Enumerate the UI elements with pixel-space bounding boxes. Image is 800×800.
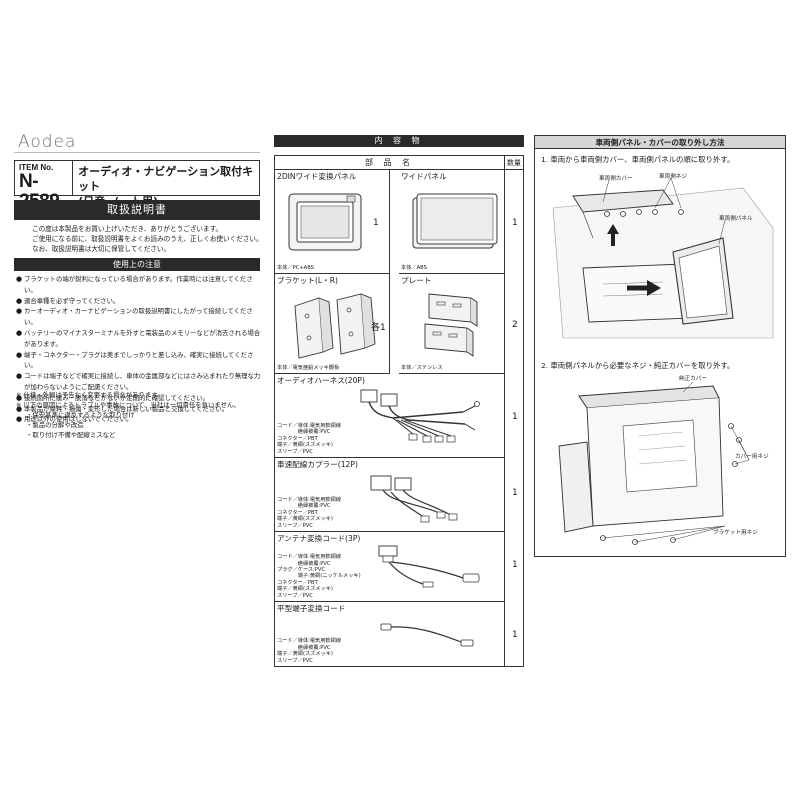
list-item: ●端子・コネクター・プラグは奥までしっかりと差し込み、確実に接続してください。 (16, 350, 254, 370)
part-material: 本体／PC+ABS (277, 264, 314, 271)
product-title: オーディオ・ナビゲーション取付キット (日産 ノート用) (73, 161, 259, 208)
bracket-illustration (294, 293, 376, 359)
notes-title: 使用上の注意 (14, 258, 260, 271)
part-quantity: 各1 (371, 323, 386, 333)
label-cover-screw: カバー用ネジ (735, 454, 769, 460)
part-material: コード／導体:電気用軟銅線 絶縁被覆:PVC 端子／黄銅(スズメッキ) スリーブ… (277, 638, 341, 664)
part-name: 平型端子変換コード (277, 604, 346, 613)
audio-harness-illustration (360, 389, 480, 443)
part-quantity: 1 (512, 630, 518, 640)
list-item: ●ブラケットの端が鋭利になっている場合があります。作業時には注意してください。 (16, 275, 253, 294)
wide-panel-illustration (412, 193, 498, 249)
part-cell-wide-panel: ワイドパネル 本体／ABS (399, 170, 505, 274)
intro-line: この度は本製品をお買い上げいただき、ありがとうございます。 (32, 225, 223, 233)
list-item: ●バッテリーのマイナスターミナルを外すと電装品のメモリーなどが消去される場合があ… (16, 328, 261, 348)
step-2-text: 2. 車両側パネルから必要なネジ・純正カバーを取り外す。 (541, 361, 735, 370)
speed-coupler-illustration (370, 475, 458, 523)
header-quantity: 数量 (505, 156, 523, 170)
disclaimer-item: ・製品の分解や改造 (26, 421, 84, 429)
label-genuine-cover: 純正カバー (679, 376, 707, 382)
part-quantity: 1 (512, 560, 518, 570)
brand-divider (14, 152, 260, 153)
bullet-icon: ● (16, 404, 23, 413)
list-item: ●カーオーディオ・カーナビゲーションの取扱説明書にしたがって接続してください。 (16, 307, 253, 327)
label-vehicle-screw: 車両側ネジ (659, 174, 687, 180)
part-cell-plate: プレート 本体／ステンレス (399, 274, 505, 374)
part-name: ワイドパネル (401, 172, 447, 181)
part-material: 本体／ステンレス (401, 364, 443, 371)
part-material: 本体／電気亜鉛メッキ鋼板 (277, 364, 340, 371)
part-name: 車速配線カプラー(12P) (277, 460, 358, 469)
list-item: ●接続箇所に緩み・脱落などがないか定期的に確認してください。 (16, 393, 209, 402)
label-bracket-screw: ブラケット用ネジ (713, 530, 758, 536)
part-cell-2din-panel: 2DINワイド変換パネル 本体／PC+ABS (275, 170, 390, 274)
brand-logo: Aodea (18, 132, 77, 152)
bullet-icon: ● (16, 307, 23, 316)
step-1-text: 1. 車両から車両側カバー、車両側パネルの順に取り外す。 (541, 155, 735, 164)
header-part-name: 部 品 名 (275, 156, 505, 170)
contents-title: 内 容 物 (274, 135, 524, 147)
bullet-icon: ● (16, 328, 23, 337)
parts-table: 部 品 名 数量 2DINワイド変換パネル 本体／PC+ABS 1 ワイドパネル… (274, 155, 524, 667)
part-name: アンテナ変換コード(3P) (277, 534, 361, 543)
part-cell-antenna-cord: アンテナ変換コード(3P) コード／導体:電気用軟銅線 絶縁被覆:PVC プラグ… (275, 532, 505, 602)
part-quantity: 1 (373, 218, 379, 228)
part-quantity: 1 (512, 218, 518, 228)
bullet-icon: ● (16, 393, 23, 402)
removal-title: 車両側パネル・カバーの取り外し方法 (535, 136, 785, 149)
label-vehicle-panel: 車両側パネル (719, 216, 753, 222)
intro-text: この度は本製品をお買い上げいただき、ありがとうございます。 ご使用になる前に、取… (32, 224, 264, 254)
model-box: ITEM No. N-2589 オーディオ・ナビゲーション取付キット (日産 ノ… (14, 160, 260, 212)
part-material: 本体／ABS (401, 264, 427, 271)
dashboard-removal-diagram (552, 177, 774, 339)
part-name: 2DINワイド変換パネル (277, 172, 357, 181)
disclaimer-item: ・保安基準に違反するような取り付け (26, 411, 135, 419)
part-cell-flat-terminal-cord: 平型端子変換コード コード／導体:電気用軟銅線 絶縁被覆:PVC 端子／黄銅(ス… (275, 602, 505, 666)
part-name: ブラケット(L・R) (277, 276, 338, 285)
list-item: ●適合車種を必ず守ってください。 (16, 296, 120, 305)
part-material: コード／導体:電気用軟銅線 絶縁被覆:PVC コネクター／PBT 端子／黄銅(ス… (277, 422, 341, 455)
part-cell-bracket: ブラケット(L・R) 本体／電気亜鉛メッキ鋼板 (275, 274, 390, 374)
disclaimer-line: ※ 以下の原因によるトラブルや事故について、当社は一切責任を負いません。 (16, 401, 240, 409)
part-name: オーディオハーネス(20P) (277, 376, 365, 385)
intro-line: なお、取扱説明書は大切に保管してください。 (32, 245, 171, 253)
part-cell-audio-harness: オーディオハーネス(20P) コード／導体:電気用軟銅線 絶縁被覆:PVC コネ… (275, 374, 505, 458)
part-quantity: 1 (512, 412, 518, 422)
notes-list: ●ブラケットの端が鋭利になっている場合があります。作業時には注意してください。 … (16, 274, 264, 425)
bullet-icon: ● (16, 415, 23, 424)
disclaimer: ※ 仕様・外観は予告なく変更する場合があります。 ※ 以下の原因によるトラブルや… (16, 390, 266, 440)
intro-line: ご使用になる前に、取扱説明書をよくお読みのうえ、正しくお使いください。 (32, 235, 263, 243)
list-item: ●本製品が摩耗・損傷・変形した場合は新しい製品と交換してください。 (16, 404, 229, 413)
disclaimer-item: ・取り付け不備や配線ミスなど (26, 431, 116, 439)
2din-panel-illustration (288, 193, 362, 251)
part-quantity: 2 (512, 320, 518, 330)
part-material: コード／導体:電気用軟銅線 絶縁被覆:PVC プラグ／ケース:PVC 端子:黄銅… (277, 554, 361, 599)
list-item: ●用途以外の使用はしないでください。 (16, 415, 133, 424)
panel-disassembly-diagram (558, 381, 750, 545)
product-title-line1: オーディオ・ナビゲーション取付キット (78, 165, 254, 193)
part-name: プレート (401, 276, 432, 285)
bullet-icon: ● (16, 350, 23, 359)
part-material: コード／導体:電気用軟銅線 絶縁被覆:PVC コネクター／PBT 端子／黄銅(ス… (277, 496, 341, 529)
part-cell-speed-coupler: 車速配線カプラー(12P) コード／導体:電気用軟銅線 絶縁被覆:PVC コネク… (275, 458, 505, 532)
removal-section: 車両側パネル・カバーの取り外し方法 1. 車両から車両側カバー、車両側パネルの順… (534, 135, 786, 557)
label-vehicle-cover: 車両側カバー (599, 176, 633, 182)
flat-terminal-cord-illustration (380, 623, 474, 647)
manual-title: 取扱説明書 (14, 200, 260, 220)
plate-illustration (424, 293, 478, 357)
item-number-block: ITEM No. N-2589 (15, 161, 74, 212)
disclaimer-line: ※ 仕様・外観は予告なく変更する場合があります。 (16, 391, 164, 399)
bullet-icon: ● (16, 275, 23, 283)
list-item: ●コードは端子などで確実に接続し、車体の金属部などにはさみ込まれたり無理な力が加… (16, 372, 261, 391)
bullet-icon: ● (16, 296, 23, 305)
item-no-label: ITEM No. (19, 163, 54, 172)
antenna-cord-illustration (378, 545, 480, 588)
bullet-icon: ● (16, 372, 23, 381)
part-quantity: 1 (512, 488, 518, 498)
